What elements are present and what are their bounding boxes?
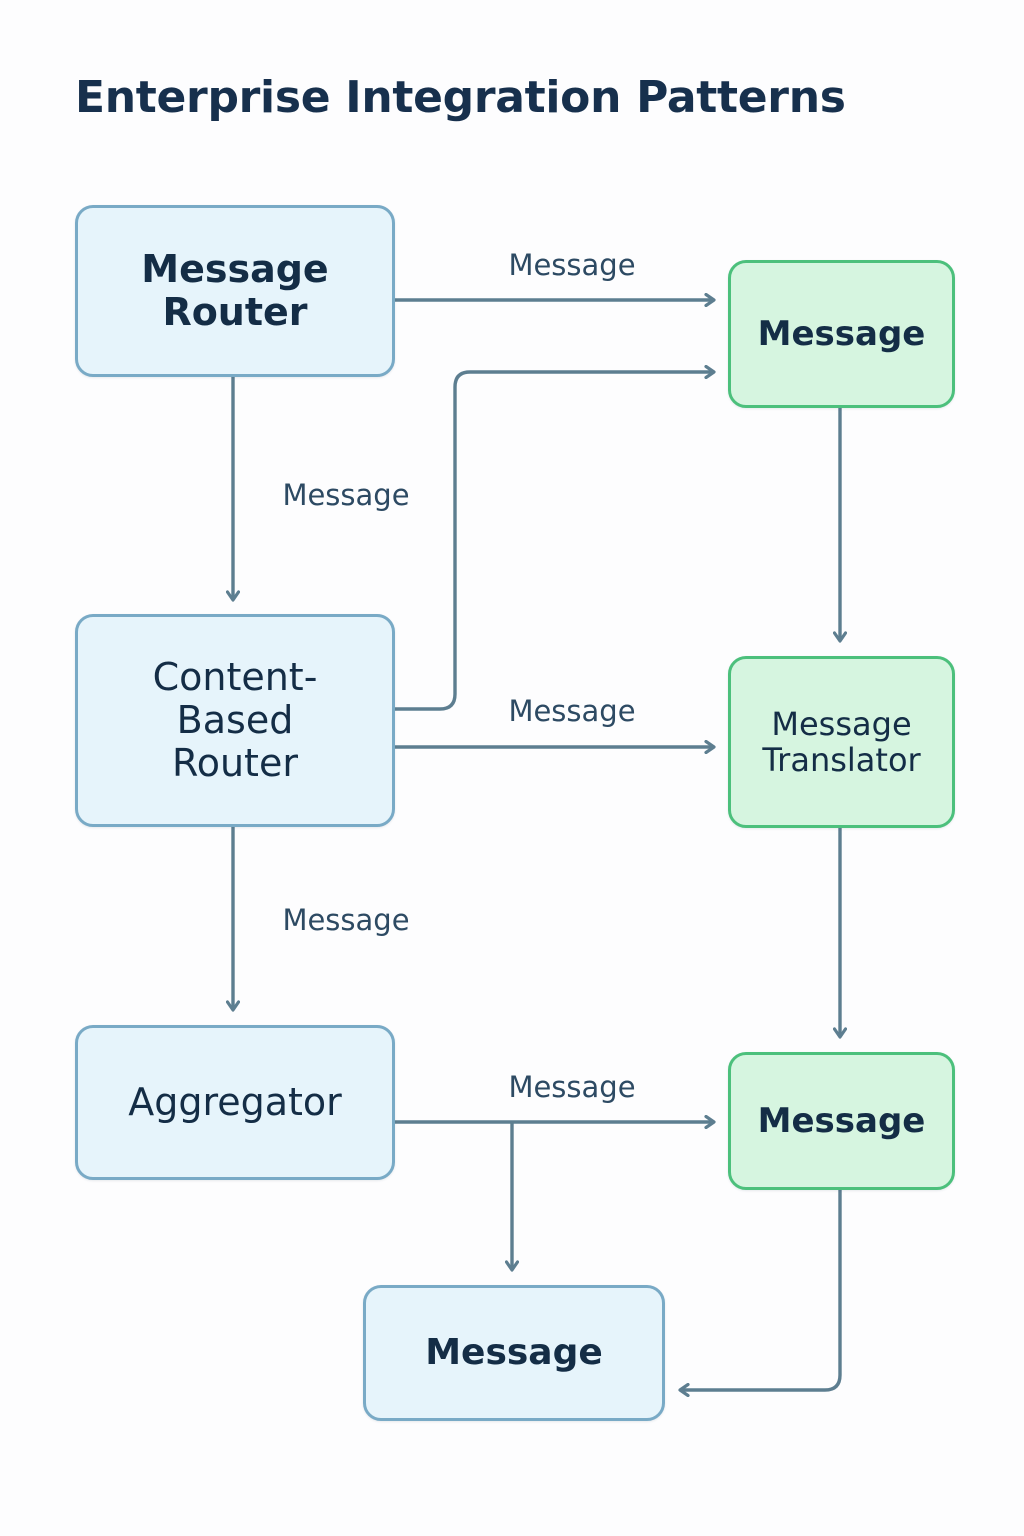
edge-label-aggregator-to-message-2: Message <box>508 1070 636 1104</box>
node-message-1[interactable]: Message <box>728 260 955 408</box>
node-aggregator-label: Aggregator <box>128 1079 342 1124</box>
edge-message-2-to-message-3 <box>680 1190 842 1390</box>
edge-label-message-router-to-content-based-router: Message <box>282 478 410 512</box>
node-message-1-label: Message <box>757 313 926 354</box>
page-title: Enterprise Integration Patterns <box>75 72 846 123</box>
edge-label-content-based-router-to-message-translator: Message <box>508 694 636 728</box>
node-message-3[interactable]: Message <box>363 1285 665 1421</box>
node-message-3-label: Message <box>425 1332 603 1374</box>
node-message-2[interactable]: Message <box>728 1052 955 1190</box>
edge-content-based-router-to-message-1 <box>395 372 714 711</box>
edge-label-content-based-router-to-aggregator: Message <box>282 903 410 937</box>
node-message-2-label: Message <box>757 1100 926 1141</box>
node-aggregator[interactable]: Aggregator <box>75 1025 395 1180</box>
edge-label-message-router-to-message-1: Message <box>508 248 636 282</box>
